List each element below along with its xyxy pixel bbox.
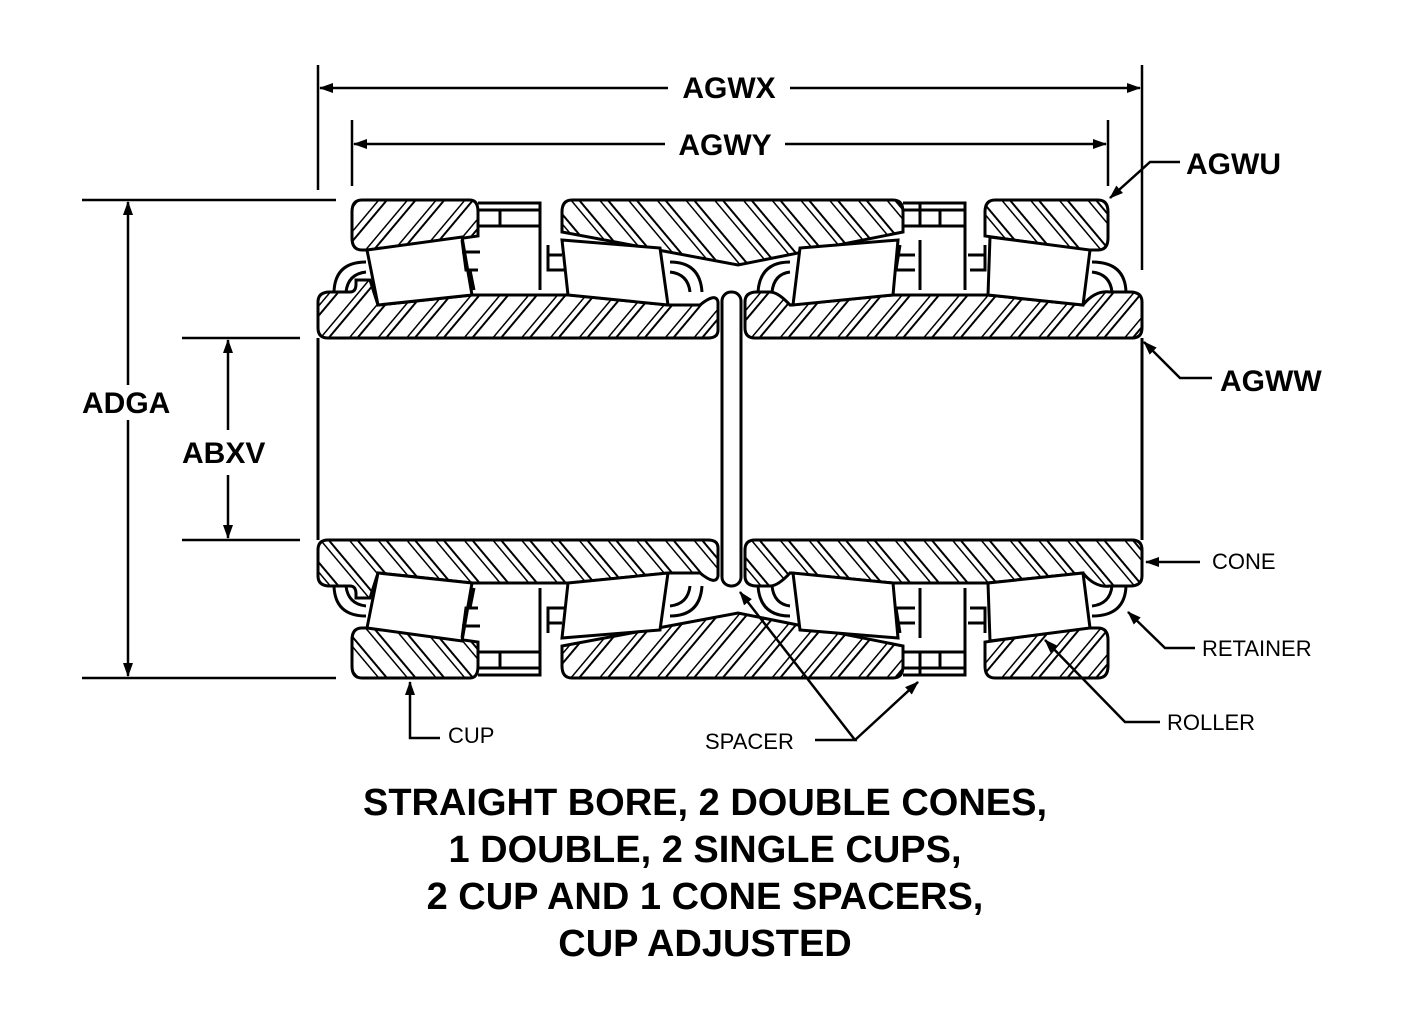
- diagram-caption: STRAIGHT BORE, 2 DOUBLE CONES, 1 DOUBLE,…: [0, 780, 1410, 968]
- callout-roller: ROLLER: [1167, 710, 1255, 735]
- callout-spacer: SPACER: [705, 729, 794, 754]
- dim-adga: ADGA: [82, 387, 170, 420]
- dim-agww: AGWW: [1220, 365, 1322, 398]
- caption-line: CUP ADJUSTED: [558, 923, 852, 965]
- dim-abxv: ABXV: [182, 437, 265, 470]
- callout-retainer: RETAINER: [1202, 636, 1312, 661]
- dim-agwu: AGWU: [1186, 148, 1281, 181]
- callout-cup: CUP: [448, 723, 494, 748]
- cone-spacer: [720, 290, 743, 588]
- caption-line: STRAIGHT BORE, 2 DOUBLE CONES,: [362, 782, 1048, 824]
- dim-agwy: AGWY: [678, 129, 771, 162]
- dim-agwx: AGWX: [682, 72, 775, 105]
- callout-cone: CONE: [1212, 549, 1276, 574]
- caption-line: 1 DOUBLE, 2 SINGLE CUPS,: [448, 829, 962, 871]
- caption-line: 2 CUP AND 1 CONE SPACERS,: [426, 876, 984, 918]
